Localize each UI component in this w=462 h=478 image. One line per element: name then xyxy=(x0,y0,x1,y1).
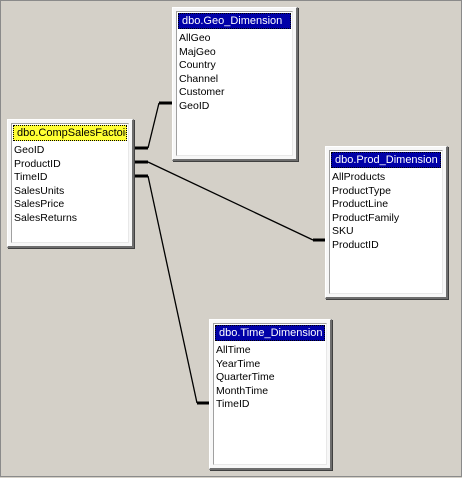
geo-table-title[interactable]: dbo.Geo_Dimension xyxy=(178,13,291,29)
fact-table-title[interactable]: dbo.CompSalesFactoid xyxy=(13,125,127,141)
prod-field-list: AllProducts ProductType ProductLine Prod… xyxy=(330,169,442,253)
field-item[interactable]: Customer xyxy=(179,86,225,99)
field-item[interactable]: YearTime xyxy=(216,357,261,370)
field-item[interactable]: Country xyxy=(179,59,216,72)
prod-table-title[interactable]: dbo.Prod_Dimension xyxy=(331,152,441,168)
field-item[interactable]: SalesReturns xyxy=(14,211,78,224)
table-time-dimension[interactable]: dbo.Time_Dimension AllTime YearTime Quar… xyxy=(209,319,332,470)
field-item[interactable]: GeoID xyxy=(179,99,210,112)
field-item[interactable]: AllProducts xyxy=(332,171,386,183)
time-link-line[interactable] xyxy=(147,175,198,404)
field-item[interactable]: ProductID xyxy=(14,157,61,170)
field-item[interactable]: ProductFamily xyxy=(332,211,400,224)
field-item[interactable]: QuarterTime xyxy=(216,371,275,384)
field-item[interactable]: MajGeo xyxy=(179,45,216,58)
field-item[interactable]: TimeID xyxy=(216,398,250,411)
field-item[interactable]: ProductLine xyxy=(332,198,389,211)
geo-link-line[interactable] xyxy=(147,102,160,149)
field-item[interactable]: AllGeo xyxy=(179,32,211,44)
field-item[interactable]: SalesPrice xyxy=(14,198,65,211)
table-geo-dimension[interactable]: dbo.Geo_Dimension AllGeo MajGeo Country … xyxy=(172,7,298,161)
table-prod-dimension[interactable]: dbo.Prod_Dimension AllProducts ProductTy… xyxy=(325,146,448,299)
geo-field-list: AllGeo MajGeo Country Channel Customer G… xyxy=(177,30,292,114)
field-item[interactable]: ProductType xyxy=(332,184,391,197)
field-item[interactable]: ProductID xyxy=(332,238,379,251)
field-item[interactable]: MonthTime xyxy=(216,384,269,397)
field-item[interactable]: TimeID xyxy=(14,171,48,184)
field-item[interactable]: GeoID xyxy=(14,144,45,156)
time-field-list: AllTime YearTime QuarterTime MonthTime T… xyxy=(214,342,326,412)
table-fact[interactable]: dbo.CompSalesFactoid GeoID ProductID Tim… xyxy=(7,119,134,248)
field-item[interactable]: Channel xyxy=(179,72,219,85)
fact-field-list: GeoID ProductID TimeID SalesUnits SalesP… xyxy=(12,142,128,226)
field-item[interactable]: AllTime xyxy=(216,344,251,356)
prod-link-line[interactable] xyxy=(147,161,314,241)
time-table-title[interactable]: dbo.Time_Dimension xyxy=(215,325,325,341)
field-item[interactable]: SKU xyxy=(332,225,354,238)
field-item[interactable]: SalesUnits xyxy=(14,184,65,197)
